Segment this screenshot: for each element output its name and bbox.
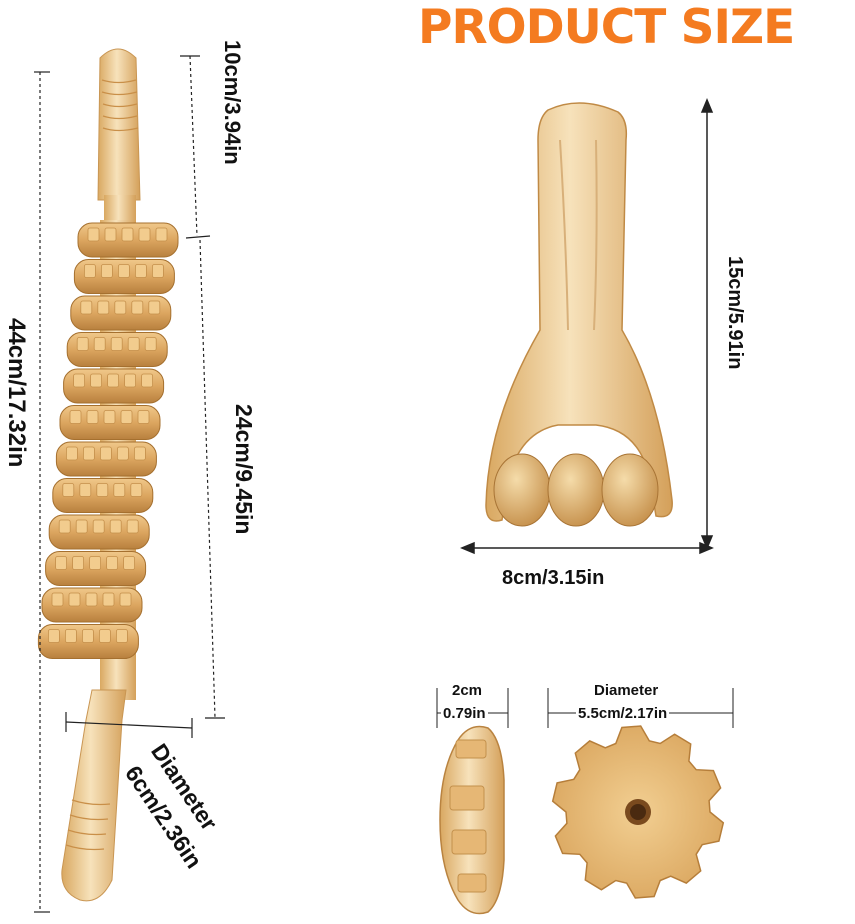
total-length-label: 44cm/17.32in <box>3 318 30 468</box>
roller-wheel <box>41 587 143 623</box>
hand-roller-dimension-lines <box>460 98 714 555</box>
roller-wheel <box>52 478 154 513</box>
roller-stick <box>37 48 179 902</box>
roller-wheel <box>59 405 161 440</box>
hand-roller-height-label: 15cm/5.91in <box>724 256 746 370</box>
wheel-face-view <box>551 725 725 899</box>
roller-wheel <box>37 624 139 659</box>
wheel-diameter-value: 5.5cm/2.17in <box>576 705 670 722</box>
roller-wheel <box>66 332 168 367</box>
handle-length-label: 10cm/3.94in <box>220 40 245 165</box>
roller-wheel <box>45 551 147 586</box>
roller-section-length-label: 24cm/9.45in <box>231 404 257 535</box>
roller-wheel <box>70 295 172 331</box>
roller-wheel <box>63 368 165 404</box>
stick-dimension-lines <box>34 55 225 913</box>
roller-wheel <box>55 441 157 477</box>
wheel-diameter-title: Diameter <box>594 682 659 699</box>
hand-roller-width-label: 8cm/3.15in <box>502 567 605 589</box>
wheel-side-view <box>439 725 505 915</box>
wheel-thickness-cm-label: 2cm <box>452 682 483 699</box>
roller-wheel <box>77 222 179 258</box>
hand-roller <box>485 102 673 527</box>
wheel-thickness-in-label: 0.79in <box>441 705 488 722</box>
roller-wheel <box>48 514 150 550</box>
roller-wheel <box>73 259 175 294</box>
page-title: PRODUCT SIZE <box>418 0 795 55</box>
roller-wheels <box>37 222 179 659</box>
